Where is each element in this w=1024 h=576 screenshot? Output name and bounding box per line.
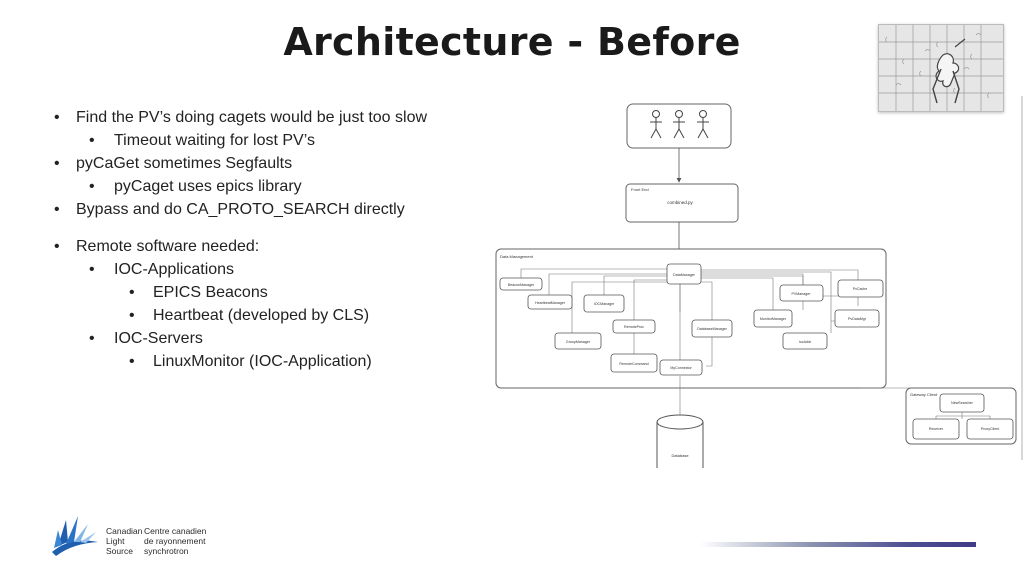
frontend-label: Front End: [631, 187, 649, 192]
architecture-diagram: Front End combined.py Data Management: [490, 96, 1022, 486]
node-pv-cache: PvCache: [853, 287, 868, 291]
bullet-text: Find the PV’s doing cagets would be just…: [76, 109, 428, 126]
database-label: Database: [671, 453, 689, 458]
node-remote-command: RemoteCommand: [619, 362, 648, 366]
bullet-text: Timeout waiting for lost PV’s: [114, 132, 315, 149]
logo-en-line1: Canadian: [106, 526, 143, 536]
bullet-item: • IOC-Servers: [50, 327, 490, 350]
node-pv-manager: PVManager: [792, 292, 812, 296]
bullet-text: Bypass and do CA_PROTO_SEARCH directly: [76, 201, 405, 218]
logo-en-line3: Source: [106, 546, 133, 556]
slide-title: Architecture - Before: [283, 20, 741, 64]
database-cylinder: [656, 414, 704, 486]
bullet-text: LinuxMonitor (IOC-Application): [153, 353, 372, 370]
logo-fr-line1: Centre canadien: [144, 526, 207, 536]
bullet-dot: •: [54, 238, 60, 255]
logo-en-line2: Light: [106, 536, 125, 546]
bullet-dot: •: [129, 307, 135, 324]
bullet-dot: •: [129, 353, 135, 370]
bullet-text: Heartbeat (developed by CLS): [153, 307, 370, 324]
bullet-dot: •: [54, 155, 60, 172]
bullet-item: • Timeout waiting for lost PV’s: [50, 129, 490, 152]
slide-edge-rule: [1021, 96, 1023, 460]
node-database-manager: DatabaseManager: [697, 327, 727, 331]
node-ioc-manager: IOCManager: [594, 302, 615, 306]
node-new-searcher: NewSearcher: [951, 401, 974, 405]
bullet-text: EPICS Beacons: [153, 284, 268, 301]
bullet-dot: •: [89, 261, 95, 278]
user-icons: [650, 110, 709, 139]
bullet-dot: •: [89, 178, 95, 195]
bullet-text: pyCaget uses epics library: [114, 178, 302, 195]
node-my-connector: MyConnector: [670, 366, 692, 370]
bullet-item: • pyCaget uses epics library: [50, 175, 490, 198]
node-heartbeat-manager: HeartbeatManager: [535, 301, 566, 305]
bullet-dot: •: [54, 109, 60, 126]
cls-logo: Canadian Light Source Centre canadien de…: [48, 512, 228, 558]
bullet-dot: •: [129, 284, 135, 301]
bullet-item: • EPICS Beacons: [50, 281, 490, 304]
bullet-item: • IOC-Applications: [50, 258, 490, 281]
frontend-component: combined.py: [667, 200, 693, 205]
bullet-text: IOC-Applications: [114, 261, 235, 278]
bullet-text: IOC-Servers: [114, 330, 203, 347]
gateway-client-label: Gateway Client: [910, 392, 938, 397]
node-group-manager: GroupManager: [566, 340, 591, 344]
bullet-dot: •: [89, 132, 95, 149]
footer-accent-bar: [700, 542, 976, 547]
node-remote-proc: RemoteProc: [624, 325, 644, 329]
data-management-label: Data Management: [500, 254, 534, 259]
node-data-manager: DataManager: [673, 273, 696, 277]
bullet-text: Remote software needed:: [76, 238, 260, 255]
bullet-item: • Remote software needed:: [50, 235, 490, 258]
cls-logo-icon: [52, 516, 98, 556]
node-monitor-manager: MonitorManager: [760, 317, 787, 321]
node-proxy-client: ProxyClient: [981, 427, 999, 431]
bullet-item: • Find the PV’s doing cagets would be jus…: [50, 106, 490, 129]
bullet-item: • LinuxMonitor (IOC-Application): [50, 350, 490, 373]
bullet-item: • Bypass and do CA_PROTO_SEARCH directly: [50, 198, 490, 221]
frontend-box: [625, 183, 739, 223]
data-management-box: [495, 248, 887, 389]
node-ioc-addr: IocAddr: [799, 340, 812, 344]
bullet-dot: •: [89, 330, 95, 347]
node-pv-datastore: PvDataMgr: [848, 317, 867, 321]
bullet-gap: [50, 221, 490, 235]
bullet-text: pyCaGet sometimes Segfaults: [76, 155, 293, 172]
bullet-item: • Heartbeat (developed by CLS): [50, 304, 490, 327]
bullet-list: • Find the PV’s doing cagets would be jus…: [50, 106, 490, 373]
logo-fr-line3: synchrotron: [144, 546, 189, 556]
node-receiver: Receiver: [929, 427, 944, 431]
logo-fr-line2: de rayonnement: [144, 536, 206, 546]
puzzle-image: [878, 24, 1004, 112]
bullet-item: • pyCaGet sometimes Segfaults: [50, 152, 490, 175]
node-beacon-manager: BeaconManager: [508, 283, 535, 287]
bullet-dot: •: [54, 201, 60, 218]
